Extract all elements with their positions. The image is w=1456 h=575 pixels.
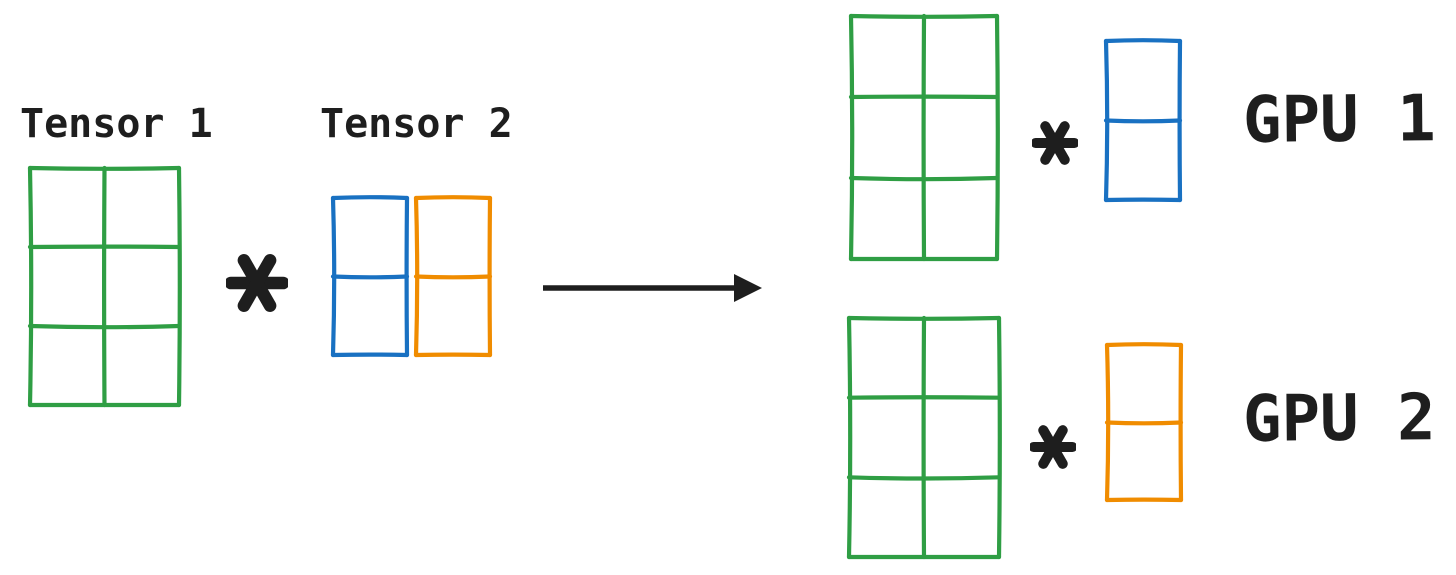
multiply-icon — [1030, 424, 1076, 470]
tensor2-label: Tensor 2 — [320, 101, 513, 147]
gpu2-matrix — [846, 315, 1002, 560]
gpu1-label: GPU 1 — [1242, 82, 1436, 158]
tensor2-right-column — [413, 195, 493, 358]
gpu1-column — [1103, 38, 1183, 203]
gpu1-matrix — [848, 13, 1000, 262]
tensor2-left-column — [330, 195, 410, 358]
tensor1-label: Tensor 1 — [20, 101, 213, 147]
multiply-icon — [1032, 120, 1078, 166]
multiply-icon — [226, 252, 288, 314]
gpu2-label: GPU 2 — [1242, 381, 1436, 457]
arrow-right-icon — [540, 269, 764, 307]
gpu2-column — [1104, 342, 1184, 503]
tensor1-matrix — [27, 165, 182, 408]
